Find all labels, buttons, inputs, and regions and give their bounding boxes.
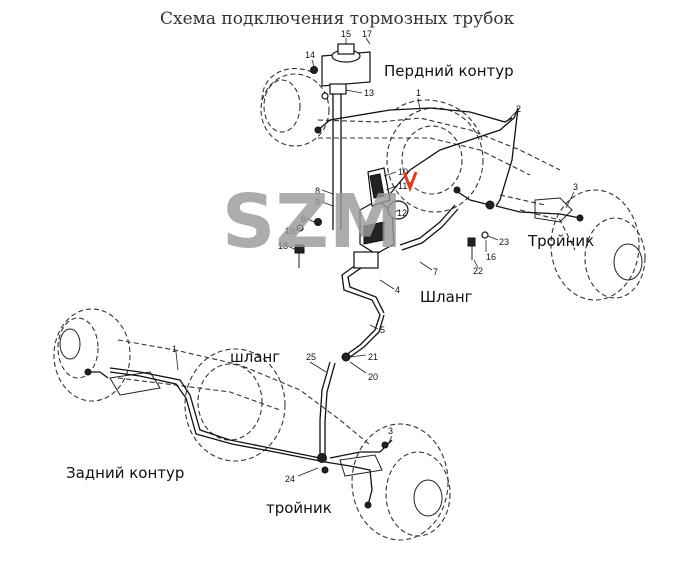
rear-differential	[184, 348, 286, 462]
callout-16: 16	[486, 252, 496, 262]
watermark-accent	[402, 171, 418, 193]
rear-axle	[53, 308, 451, 541]
callout-19: 19	[285, 226, 295, 236]
label-hose-front: Шланг	[420, 288, 473, 306]
callout-4: 4	[395, 285, 400, 295]
callout-11: 11	[398, 181, 407, 191]
callout-8: 8	[315, 186, 320, 196]
callout-14: 14	[305, 50, 315, 60]
callout-18: 18	[278, 241, 288, 251]
brake-tubes	[88, 86, 581, 506]
label-rear-circuit: Задний контур	[66, 464, 184, 482]
callout-15: 15	[341, 29, 351, 39]
callout-6: 6	[301, 214, 306, 224]
front-left-wheel	[260, 73, 330, 147]
front-right-wheel	[550, 189, 640, 301]
rear-right-wheel	[351, 423, 449, 541]
callout-3: 3	[573, 182, 578, 192]
label-front-circuit: Перд­ний контур	[384, 62, 514, 80]
callout-7: 7	[433, 267, 438, 277]
callout-2: 2	[516, 104, 521, 114]
rear-tee	[317, 453, 327, 463]
callout-17: 17	[362, 29, 372, 39]
watermark: SZM	[222, 171, 418, 265]
callout-13: 13	[364, 88, 374, 98]
diagram-title: Схема подключения тормозных трубок	[160, 9, 515, 29]
callout-1-rear: 1	[172, 344, 177, 354]
callout-9: 9	[315, 197, 320, 207]
callout-3-rear: 3	[388, 426, 393, 436]
front-tee	[485, 200, 495, 210]
components	[84, 43, 584, 509]
label-tee-rear: тройник	[266, 499, 332, 517]
callouts: 1 2 3 4 5 6 7 8 9 10 11 12 13 14 15 16 1…	[172, 29, 578, 484]
rear-left-wheel	[53, 308, 131, 402]
watermark-logo: SZM	[222, 179, 403, 265]
label-tee-front: Тройник	[527, 232, 594, 250]
front-axle	[260, 67, 646, 301]
callout-24: 24	[285, 474, 295, 484]
label-hose-rear: шланг	[230, 348, 280, 366]
callout-23: 23	[499, 237, 509, 247]
callout-5: 5	[380, 325, 385, 335]
callout-1: 1	[416, 88, 421, 98]
callout-21: 21	[368, 352, 378, 362]
callout-25: 25	[306, 352, 316, 362]
callout-22: 22	[473, 266, 483, 276]
hose-tee	[341, 352, 351, 362]
callout-20: 20	[368, 372, 378, 382]
labels: Перд­ний контур Тройник Шланг шланг Задн…	[66, 62, 594, 517]
callout-12: 12	[397, 208, 407, 218]
callout-10: 10	[398, 167, 408, 177]
